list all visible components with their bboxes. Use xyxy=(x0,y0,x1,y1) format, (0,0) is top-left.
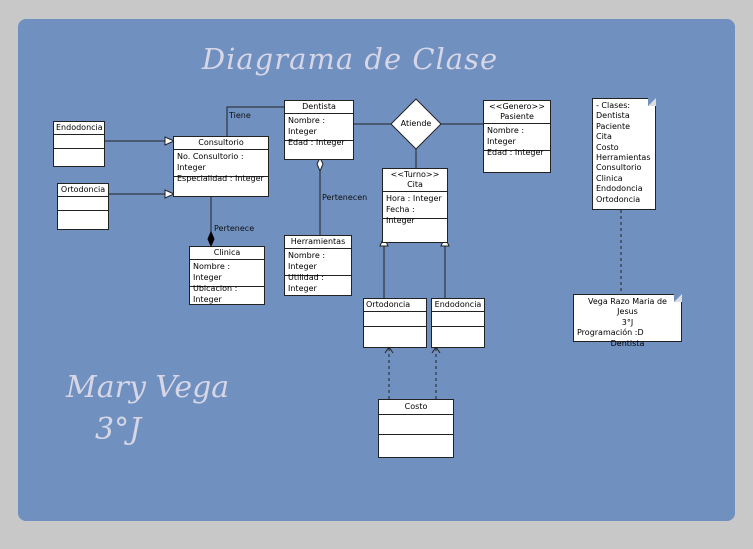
generalization-arrowhead xyxy=(164,136,176,146)
attribute-section: Nombre : Integer Edad : Integer xyxy=(285,114,353,147)
class-name: Pasiente xyxy=(500,112,534,121)
note-line: 3°J xyxy=(621,317,634,327)
class-name: Ortodoncia xyxy=(58,184,108,197)
operation-section xyxy=(54,149,104,162)
note-line: Herramientas xyxy=(596,153,651,163)
note-classes-list: - Clases: Dentista Paciente Cita Costo H… xyxy=(592,98,656,210)
class-endodoncia[interactable]: Endodoncia xyxy=(53,121,105,167)
attribute: Fecha : Integer xyxy=(386,205,415,225)
note-line: Dentista xyxy=(610,338,645,348)
attribute: Especialidad : Integer xyxy=(177,174,264,183)
attribute-section: Hora : Integer Fecha : Integer xyxy=(383,192,447,225)
attribute: No. Consultorio : Integer xyxy=(177,152,244,172)
class-header: <<Turno>> Cita xyxy=(383,169,447,192)
class-name: Endodoncia xyxy=(54,122,104,135)
class-name: Endodoncia xyxy=(432,299,484,312)
note-line: Dentista xyxy=(596,111,630,121)
attribute: Nombre : Integer xyxy=(288,251,326,271)
label-pertenecen: Pertenecen xyxy=(322,193,368,202)
class-cita[interactable]: <<Turno>> Cita Hora : Integer Fecha : In… xyxy=(382,168,448,243)
attribute-section xyxy=(364,312,426,327)
class-name: Herramientas xyxy=(285,236,351,249)
class-dentista[interactable]: Dentista Nombre : Integer Edad : Integer xyxy=(284,100,354,160)
note-line: Consultorio xyxy=(596,163,642,173)
attribute: Nombre : Integer xyxy=(288,116,326,136)
attribute-section: Nombre : Integer Utilidad : Integer xyxy=(285,249,351,293)
class-ortodoncia[interactable]: Ortodoncia xyxy=(57,183,109,230)
attribute: Edad : Integer xyxy=(487,148,544,157)
note-line: - Clases: xyxy=(596,101,631,110)
note-fold xyxy=(674,294,682,302)
note-line: Paciente xyxy=(596,121,631,131)
attribute-section: Nombre : Integer Ubicacion : Integer xyxy=(190,260,264,304)
note-fold xyxy=(648,98,656,106)
class-name: Consultorio xyxy=(174,137,268,150)
class-consultorio[interactable]: Consultorio No. Consultorio : Integer Es… xyxy=(173,136,269,197)
association-diamond-atiende xyxy=(390,98,442,150)
operation-section xyxy=(432,327,484,341)
stereotype: <<Genero>> xyxy=(489,102,545,111)
attribute: Ubicacion : Integer xyxy=(193,284,238,304)
attribute-section xyxy=(54,135,104,149)
note-line: Cita xyxy=(596,132,612,142)
attribute-section: Nombre : Integer Edad : Integer xyxy=(484,124,550,157)
class-name: Ortodoncia xyxy=(364,299,426,312)
attribute: Edad : Integer xyxy=(288,138,345,147)
class-costo[interactable]: Costo xyxy=(378,399,454,458)
note-line: Costo xyxy=(596,142,619,152)
operation-section xyxy=(58,211,108,224)
stereotype: <<Turno>> xyxy=(390,170,440,179)
diagram-title: Diagrama de Clase xyxy=(201,42,499,76)
class-endodoncia-sub[interactable]: Endodoncia xyxy=(431,298,485,348)
attribute-section xyxy=(379,415,453,435)
attribute-section xyxy=(58,197,108,211)
signature-name: Mary Vega xyxy=(66,370,230,405)
label-tiene: Tiene xyxy=(229,111,251,120)
class-ortodoncia-sub[interactable]: Ortodoncia xyxy=(363,298,427,348)
class-herramientas[interactable]: Herramientas Nombre : Integer Utilidad :… xyxy=(284,235,352,296)
note-line: Programación :D xyxy=(577,328,644,338)
signature-group: 3°J xyxy=(95,412,142,447)
label-pertenece: Pertenece xyxy=(214,224,255,233)
composition-diamond xyxy=(207,230,215,248)
aggregation-diamond xyxy=(316,156,324,173)
class-pasiente[interactable]: <<Genero>> Pasiente Nombre : Integer Eda… xyxy=(483,100,551,173)
attribute: Nombre : Integer xyxy=(487,126,525,146)
attribute-section: No. Consultorio : Integer Especialidad :… xyxy=(174,150,268,183)
note-line: Vega Razo Maria de Jesus xyxy=(588,297,667,317)
class-name: Cita xyxy=(407,180,423,189)
class-clinica[interactable]: Clinica Nombre : Integer Ubicacion : Int… xyxy=(189,246,265,305)
class-header: <<Genero>> Pasiente xyxy=(484,101,550,124)
note-line: Ortodoncia xyxy=(596,194,641,204)
attribute: Nombre : Integer xyxy=(193,262,231,282)
attribute: Utilidad : Integer xyxy=(288,273,324,293)
attribute-section xyxy=(432,312,484,327)
note-line: Endodoncia xyxy=(596,184,643,194)
operation-section xyxy=(379,435,453,454)
class-name: Dentista xyxy=(285,101,353,114)
note-author: Vega Razo Maria de Jesus 3°J Programació… xyxy=(573,294,682,348)
class-name: Costo xyxy=(379,400,453,415)
class-name: Clinica xyxy=(190,247,264,260)
operation-section xyxy=(364,327,426,341)
label-atiende: Atiende xyxy=(400,119,432,128)
note-line: Clinica xyxy=(596,173,623,183)
generalization-arrowhead xyxy=(164,189,176,199)
attribute: Hora : Integer xyxy=(386,194,442,203)
